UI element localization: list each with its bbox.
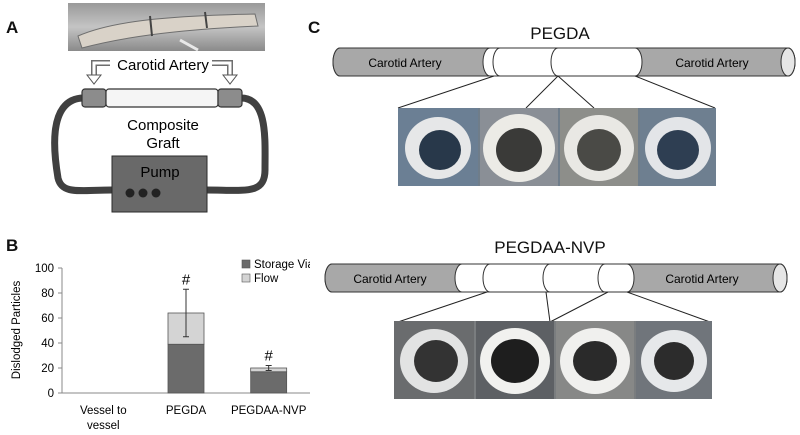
significance-mark: # [182, 271, 191, 288]
panel-a-figure: Carotid Artery Composite Graft Pump [51, 3, 269, 213]
pegda-artery-left [332, 47, 491, 77]
pegda-section-photo-1 [398, 108, 478, 186]
y-tick-label: 80 [41, 288, 54, 300]
pegdaa-nvp-title: PEGDAA-NVP [494, 238, 606, 257]
y-tick-label: 20 [41, 363, 54, 375]
x-category-label: Vessel to [80, 405, 127, 417]
panel-label-b: B [6, 236, 19, 255]
pegdaa-nvp-section-photo-2 [476, 321, 554, 399]
pump-dot [125, 188, 135, 198]
pegdaa-nvp-section-photo-4 [636, 321, 712, 399]
pegdaa-nvp-artery-right-label: Carotid Artery [665, 272, 738, 286]
pump-label: Pump [140, 164, 179, 181]
pegda-section-photo-4 [640, 108, 716, 186]
carotid-artery-label: Carotid Artery [117, 57, 209, 74]
panel-label-c: C [308, 18, 321, 37]
panel-label-a: A [6, 18, 19, 37]
graft-label-line2: Graft [146, 135, 180, 152]
pegda-title: PEGDA [530, 24, 590, 43]
pegdaa-nvp-artery-left [324, 263, 463, 293]
pegda-artery-left-label: Carotid Artery [368, 56, 441, 70]
composite-graft [105, 88, 219, 108]
pegdaa-nvp-section-photo-1 [394, 321, 474, 399]
bar-storage-vial [250, 371, 288, 394]
pump-dot [138, 188, 148, 198]
y-tick-label: 40 [41, 338, 54, 350]
legend-swatch-flow [241, 273, 251, 283]
significance-mark: # [264, 348, 273, 365]
pegda-section-photo-2 [480, 108, 558, 186]
pegda-cross-section-photos [398, 108, 716, 186]
legend-label-storage-vial: Storage Vial [254, 259, 310, 271]
legend-label-flow: Flow [254, 273, 279, 285]
explant-photo [68, 3, 265, 52]
x-category-label: PEGDAA-NVP [231, 405, 307, 417]
pegdaa-nvp-cross-section-photos [394, 321, 712, 399]
pegdaa-nvp-section-photo-3 [556, 321, 634, 399]
y-tick-label: 100 [35, 263, 54, 275]
left-arrow-icon [91, 60, 110, 76]
right-arrow-icon [212, 60, 233, 76]
pump-dot [151, 188, 161, 198]
artery-segment-right [217, 88, 243, 108]
y-tick-label: 60 [41, 313, 54, 325]
pump-box [111, 155, 208, 213]
y-axis-label: Dislodged Particles [11, 281, 23, 380]
x-category-label: vessel [87, 420, 120, 432]
x-category-label: PEGDA [166, 405, 207, 417]
legend-swatch-storage-vial [241, 259, 251, 269]
flow-circuit-tube [51, 94, 269, 195]
pegdaa-nvp-artery-left-label: Carotid Artery [353, 272, 426, 286]
graft-label-line1: Composite [127, 117, 199, 134]
pegda-section-photo-3 [560, 108, 638, 186]
pegda-graft-diagram: Carotid Artery Carotid Artery [332, 47, 796, 108]
artery-segment-left [81, 88, 107, 108]
bar-storage-vial [167, 343, 205, 394]
pegdaa-nvp-graft-diagram: Carotid Artery Carotid Artery [324, 263, 788, 323]
pegda-artery-right-label: Carotid Artery [675, 56, 748, 70]
y-tick-label: 0 [48, 388, 54, 400]
